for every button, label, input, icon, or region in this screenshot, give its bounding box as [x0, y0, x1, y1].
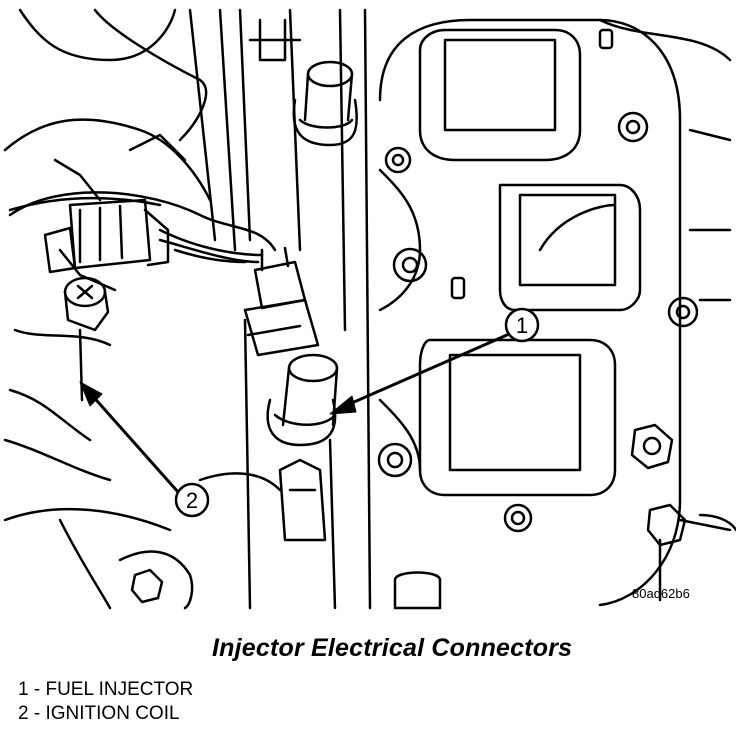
intake-manifold: [378, 18, 732, 607]
legend-separator: -: [28, 679, 46, 700]
wire-harness: [8, 191, 277, 264]
legend-label: FUEL INJECTOR: [45, 679, 194, 700]
legend-item-2: 2 - IGNITION COIL: [18, 702, 193, 726]
engine-illustration: 1 2: [3, 8, 736, 610]
legend-label: IGNITION COIL: [45, 703, 180, 724]
legend-item-1: 1 - FUEL INJECTOR: [18, 678, 193, 702]
fuel-injector-upper: [248, 18, 358, 147]
manifold-bolt-holes: [130, 28, 736, 610]
callout-2-circle: [174, 482, 210, 518]
legend-number: 1: [18, 679, 29, 700]
callout-1-number: 1: [516, 313, 528, 338]
engine-block-contours: [3, 8, 282, 610]
legend-number: 2: [18, 703, 29, 724]
callout-1: 1: [329, 307, 540, 415]
fuel-injector-lower: [266, 353, 339, 447]
legend-separator: -: [28, 703, 46, 724]
callout-1-circle: [504, 307, 540, 343]
ignition-coil-connector: [43, 198, 170, 402]
legend: 1 - FUEL INJECTOR 2 - IGNITION COIL: [18, 678, 193, 726]
callout-2: 2: [79, 381, 210, 518]
callout-2-number: 2: [186, 488, 198, 513]
injector-electrical-connector: [243, 246, 320, 357]
figure-title: Injector Electrical Connectors: [212, 634, 573, 662]
figure-id: 80ad62b6: [632, 586, 690, 601]
